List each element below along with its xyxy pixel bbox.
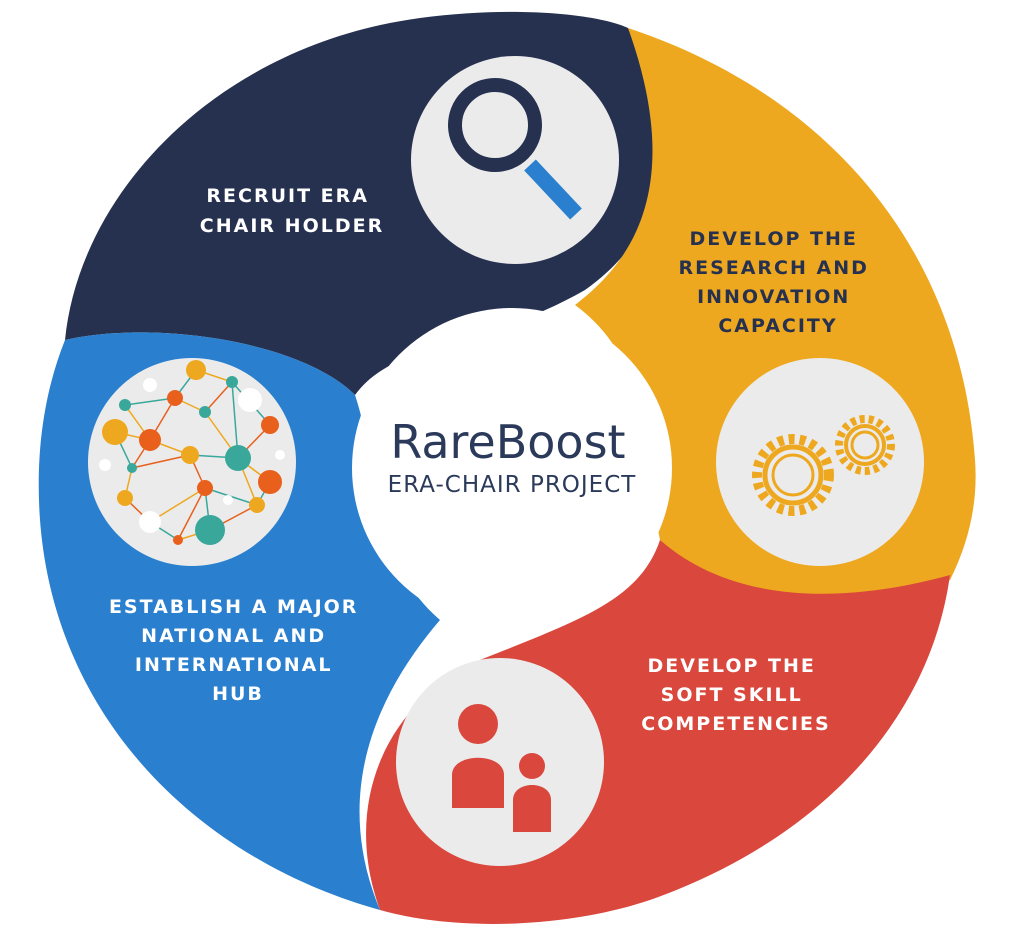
label-research-line-2: RESEARCH AND [678,257,868,279]
label-softskill: DEVELOP THE SOFT SKILL COMPETENCIES [641,655,830,735]
label-softskill-line-2: SOFT SKILL [661,684,803,706]
label-hub: ESTABLISH A MAJOR NATIONAL AND INTERNATI… [109,596,367,705]
center-circle [352,308,672,628]
label-hub-line-4: HUB [212,683,264,705]
label-research-line-3: INNOVATION [697,286,850,308]
label-recruit: RECRUIT ERA CHAIR HOLDER [200,185,384,237]
label-research-line-1: DEVELOP THE [689,228,857,250]
label-softskill-line-3: COMPETENCIES [641,713,830,735]
gears-icon [752,415,895,516]
label-hub-line-3: INTERNATIONAL [135,654,333,676]
label-recruit-line-2: CHAIR HOLDER [200,215,384,237]
center-subtitle: ERA-CHAIR PROJECT [388,472,637,498]
label-hub-line-2: NATIONAL AND [141,625,326,647]
label-softskill-line-1: DEVELOP THE [647,655,815,677]
icon-circle-softskill [396,658,604,866]
label-hub-line-1: ESTABLISH A MAJOR [109,596,359,618]
people-icon [452,704,551,832]
label-research-line-4: CAPACITY [718,315,837,337]
center-title: RareBoost [390,415,625,469]
network-icon [99,360,285,545]
label-research: DEVELOP THE RESEARCH AND INNOVATION CAPA… [678,228,877,337]
label-recruit-line-1: RECRUIT ERA [206,185,369,207]
magnifying-glass-icon [448,78,582,220]
